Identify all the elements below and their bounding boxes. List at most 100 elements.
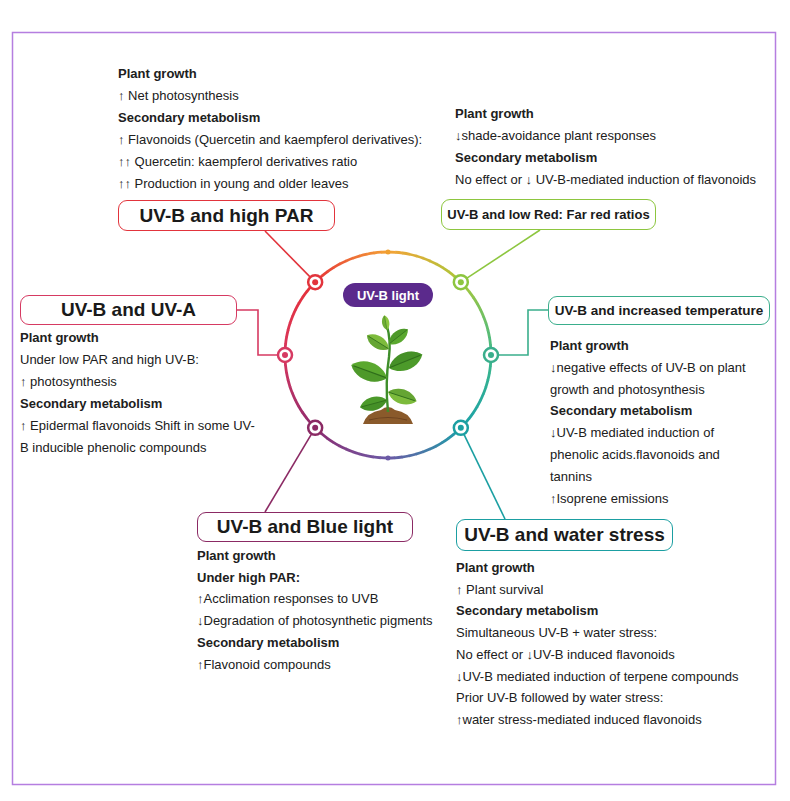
leaf-shade xyxy=(386,346,423,368)
ring-dot xyxy=(454,275,468,289)
factor-heading: UV-B and increased temperature xyxy=(548,296,770,325)
ring-arc xyxy=(484,380,489,388)
section-heading: Secondary metabolism xyxy=(118,107,448,129)
ring-arc xyxy=(359,453,367,458)
center-label: UV-B light xyxy=(343,283,433,307)
section-heading: Plant growth xyxy=(455,103,775,125)
leaf-blade xyxy=(385,325,411,349)
leaf-blade xyxy=(348,356,390,386)
effect-text: ↑ Net photosynthesis xyxy=(118,85,448,107)
ring-dot-core xyxy=(312,425,318,431)
ring-arc xyxy=(395,456,403,460)
effect-text: Prior UV-B followed by water stress: xyxy=(456,687,766,709)
effect-text: ↓UV-B mediated induction of phenolic aci… xyxy=(550,422,755,487)
section-heading: Under high PAR: xyxy=(197,567,472,589)
ring-dot-core xyxy=(312,279,318,285)
ring-arc xyxy=(373,456,381,460)
ring-arc xyxy=(422,448,430,453)
ring-dot xyxy=(386,456,391,461)
ring-arc xyxy=(284,336,288,344)
factor-box: Plant growth↑ Net photosynthesisSecondar… xyxy=(118,63,335,231)
leaf-blade xyxy=(381,315,391,331)
ring-arc xyxy=(488,337,492,345)
section-heading: Secondary metabolism xyxy=(550,400,755,422)
ring-arc xyxy=(285,372,289,380)
ring-dot xyxy=(386,250,391,255)
effect-text: ↓shade-avoidance plant responses xyxy=(455,125,775,147)
plant-leaf xyxy=(348,356,390,386)
section-heading: Plant growth xyxy=(456,557,766,579)
leaf-shade xyxy=(381,315,387,330)
effect-text: ↑ Epidermal flavonoids Shift in some UV-… xyxy=(20,415,262,459)
ring-arc xyxy=(287,379,292,387)
effect-list: Plant growthUnder high PAR:↑Acclimation … xyxy=(197,545,472,675)
section-heading: Secondary metabolism xyxy=(456,600,766,622)
effect-text: Simultaneous UV-B + water stress: xyxy=(456,622,766,644)
factor-heading: UV-B and high PAR xyxy=(118,200,335,231)
effect-text: ↑Acclimation responses to UVB xyxy=(197,588,472,610)
ring-arc xyxy=(366,454,374,458)
ring-arc xyxy=(409,453,417,458)
effect-text: ↓negative effects of UV-B on plant growt… xyxy=(550,357,755,401)
ring-dot xyxy=(308,275,322,289)
ring-dot xyxy=(278,348,292,362)
leaf-blade xyxy=(358,393,389,413)
ring-arc xyxy=(359,253,367,258)
factor-box: UV-B and increased temperaturePlant grow… xyxy=(548,296,770,509)
ring-arc xyxy=(409,253,417,258)
effect-text: ↑ Flavonoids (Quercetin and kaempferol d… xyxy=(118,129,448,151)
leaf-rib xyxy=(390,355,420,367)
ring-arc xyxy=(486,373,490,381)
leaf-shade xyxy=(364,335,389,354)
effect-list: Plant growth↓shade-avoidance plant respo… xyxy=(455,103,775,191)
factor-heading: UV-B and Blue light xyxy=(197,512,413,542)
ring-arc xyxy=(366,252,374,256)
center-circle: UV-B light xyxy=(285,252,491,458)
effect-text: ↑↑ Production in young and older leaves xyxy=(118,173,448,195)
ring-arc xyxy=(346,257,354,262)
connector-line xyxy=(491,310,548,355)
leaf-rib xyxy=(390,330,407,343)
effect-text: No effect or ↓ UV-B-mediated induction o… xyxy=(455,169,775,191)
effect-text: ↑water stress-mediated induced flavonoid… xyxy=(456,709,766,731)
ring-arc xyxy=(487,330,491,338)
section-heading: Secondary metabolism xyxy=(197,632,472,654)
ring-arc xyxy=(373,251,381,255)
ring-arc xyxy=(415,450,423,455)
ring-arc xyxy=(485,323,490,331)
ring-arc xyxy=(285,329,289,337)
ring-arc xyxy=(488,366,492,374)
effect-list: Plant growth↑ Plant survivalSecondary me… xyxy=(456,557,766,731)
leaf-rib xyxy=(368,336,388,349)
ring-arc xyxy=(289,386,294,394)
border-rect xyxy=(13,33,776,785)
effect-text: ↑↑ Quercetin: kaempferol derivatives rat… xyxy=(118,151,448,173)
plant-leaf xyxy=(385,325,411,349)
section-heading: Plant growth xyxy=(20,327,262,349)
effect-text: ↓Degradation of photosynthetic pigments xyxy=(197,610,472,632)
ring-arc-group xyxy=(284,251,493,460)
leaf-rib xyxy=(362,400,387,407)
effect-text: ↑ photosynthesis xyxy=(20,371,262,393)
ring-dot xyxy=(484,348,498,362)
section-heading: Plant growth xyxy=(550,335,755,357)
connector-line xyxy=(461,230,540,282)
leaf-shade xyxy=(388,385,419,401)
plant-leaf xyxy=(381,315,391,331)
leaf-rib xyxy=(385,316,387,329)
plant-stem xyxy=(387,326,390,412)
factor-box: UV-B and Blue lightPlant growthUnder hig… xyxy=(197,512,413,675)
section-heading: Secondary metabolism xyxy=(455,147,775,169)
factor-box: UV-B and UV-APlant growthUnder low PAR a… xyxy=(20,295,237,459)
connector-line xyxy=(461,428,505,519)
leaf-blade xyxy=(364,330,393,354)
factor-box: Plant growth↓shade-avoidance plant respo… xyxy=(441,103,656,230)
connector-line xyxy=(265,428,315,512)
leaf-blade xyxy=(386,385,419,408)
ring-dot-core xyxy=(458,425,464,431)
ring-arc xyxy=(287,322,292,330)
section-heading: Plant growth xyxy=(197,545,472,567)
leaf-shade xyxy=(348,365,387,387)
connector-line xyxy=(265,231,315,282)
